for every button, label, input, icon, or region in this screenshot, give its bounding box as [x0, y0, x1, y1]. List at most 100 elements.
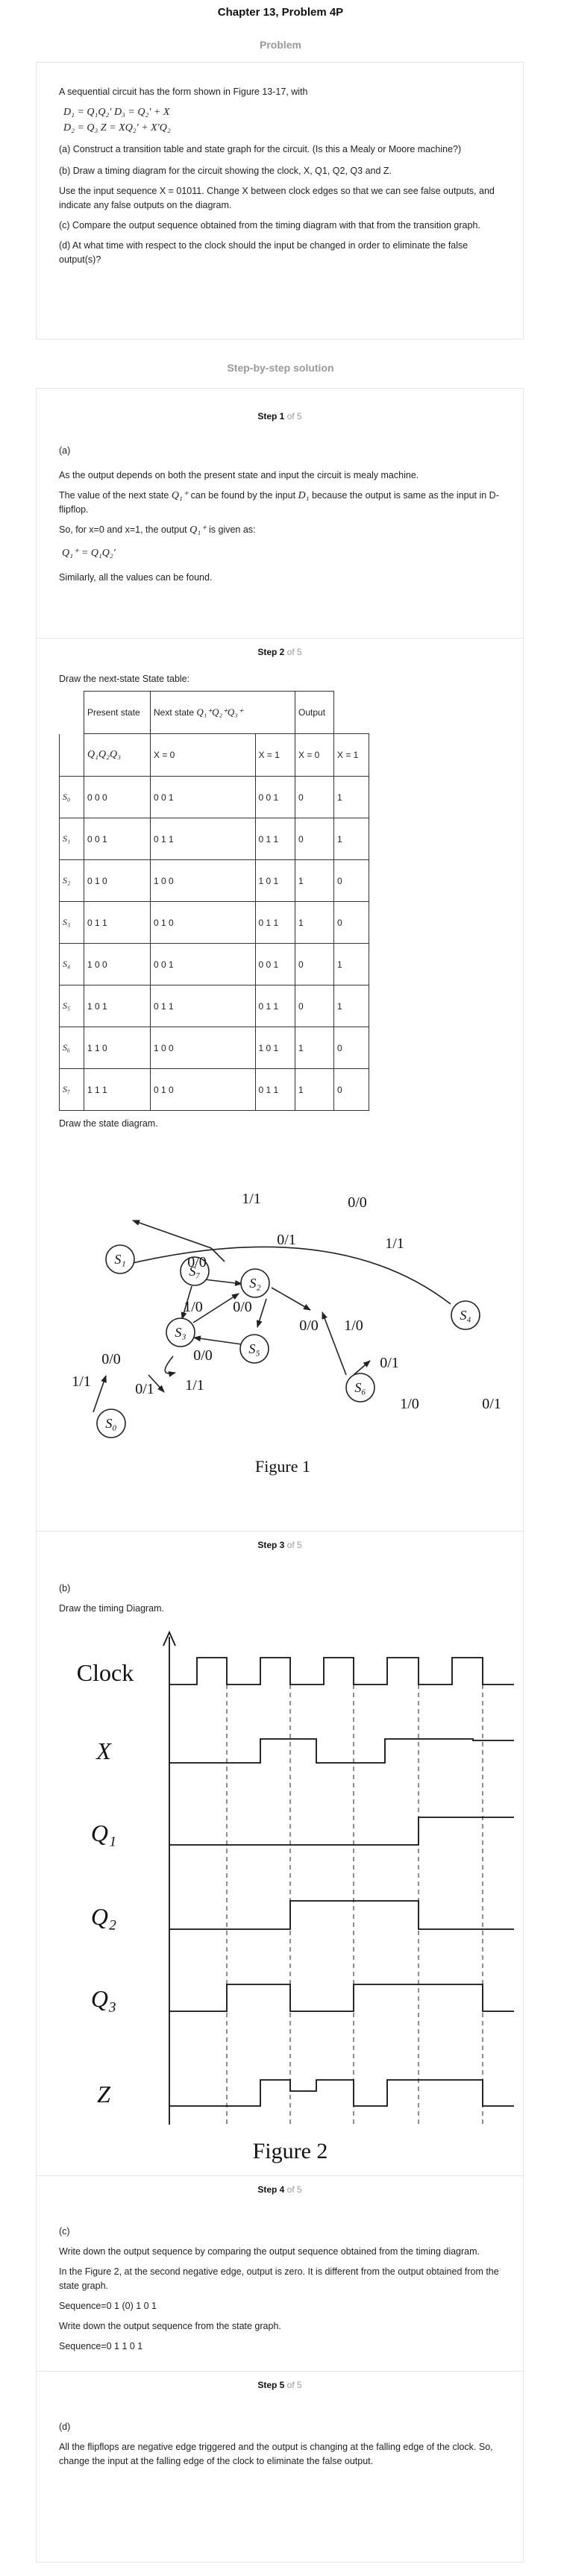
step-1-p2: The value of the next state Q₁⁺ can be f… [59, 489, 501, 517]
step-1-p3: So, for x=0 and x=1, the output Q₁⁺ is g… [59, 523, 501, 537]
state-label: S₁ [59, 818, 84, 860]
problem-equation-1: D₁ = Q₁Q₂′ D₃ = Q₂′ + X [63, 107, 170, 118]
signal-label: X [95, 1737, 112, 1764]
edge-label: 0/0 [187, 1254, 207, 1270]
step-4-p4: Write down the output sequence from the … [59, 2321, 281, 2331]
step-5-p1: All the flipflops are negative edge trig… [59, 2442, 493, 2466]
edge-label: 0/0 [233, 1299, 252, 1315]
step-2-p1: Draw the next-state State table: [59, 674, 190, 684]
problem-part-c: (c) Compare the output sequence obtained… [59, 220, 480, 231]
step-5-of: of 5 [286, 2380, 302, 2390]
header-out-x1: X = 1 [333, 733, 369, 777]
header-x1: X = 1 [254, 733, 295, 777]
state-label: S₄ [59, 943, 84, 985]
symbol-q1-plus-2: Q₁⁺ [189, 524, 207, 536]
output-x1: 0 [333, 901, 369, 944]
state-node [96, 1408, 126, 1438]
signal-label: Z [97, 2081, 111, 2108]
step-2-p2: Draw the state diagram. [59, 1118, 158, 1129]
header-pq: Q₁Q₂Q₃ [84, 733, 151, 777]
header-next-state: Next state Q₁⁺Q₂⁺Q₃⁺ [150, 691, 255, 734]
step-4-of: of 5 [286, 2184, 302, 2195]
output-x0: 0 [295, 776, 334, 818]
state-node-label: S₂ [249, 1276, 260, 1291]
header-present-state: Present state [84, 691, 151, 734]
next-x1: 0 1 1 [254, 985, 295, 1027]
next-x1: 0 1 1 [254, 818, 295, 860]
edge-label: 1/0 [400, 1396, 419, 1412]
state-node [451, 1300, 480, 1330]
output-x1: 0 [333, 1068, 369, 1111]
output-x1: 0 [333, 859, 369, 902]
header-next-symbol: Q₁⁺Q₂⁺Q₃⁺ [196, 706, 243, 718]
edge-label: 1/1 [242, 1191, 261, 1207]
step-4-card: Step 4 of 5 (c) Write down the output se… [36, 2175, 524, 2371]
figure-1-caption: Figure 1 [255, 1457, 310, 1476]
next-x0: 1 0 0 [150, 859, 256, 902]
edge-label: 0/0 [299, 1317, 319, 1334]
step-5-header: Step 5 of 5 [59, 2380, 501, 2390]
edge-label: 1/0 [344, 1317, 363, 1334]
edge-label: 1/0 [184, 1299, 203, 1315]
next-x1: 0 1 1 [254, 901, 295, 944]
present-state: 1 0 0 [84, 943, 151, 985]
step-2-card: Step 2 of 5 Draw the next-state State ta… [36, 638, 524, 1531]
state-node-label: S₃ [175, 1325, 186, 1340]
step-1-p2a: The value of the next state [59, 490, 169, 501]
present-state: 0 0 0 [84, 776, 151, 818]
edge-label: 0/0 [101, 1351, 121, 1367]
step-1-label: Step 1 [257, 411, 285, 422]
output-x1: 1 [333, 985, 369, 1027]
next-x1: 0 0 1 [254, 776, 295, 818]
state-node-label: S₀ [105, 1416, 116, 1431]
step-4-p5: Sequence=0 1 1 0 1 [59, 2341, 143, 2351]
step-5-label: Step 5 [257, 2380, 285, 2390]
problem-part-b: (b) Draw a timing diagram for the circui… [59, 166, 392, 176]
output-x1: 1 [333, 776, 369, 818]
state-node [239, 1334, 269, 1364]
step-3-of: of 5 [286, 1540, 302, 1550]
next-x1: 0 1 1 [254, 1068, 295, 1111]
state-node [166, 1317, 195, 1347]
step-2-of: of 5 [286, 647, 302, 657]
present-state: 0 0 1 [84, 818, 151, 860]
problem-part-d: (d) At what time with respect to the clo… [59, 240, 468, 265]
problem-part-a: (a) Construct a transition table and sta… [59, 144, 462, 154]
present-state: 0 1 0 [84, 859, 151, 902]
step-1-of: of 5 [286, 411, 302, 422]
step-1-p2b: can be found by the input [190, 490, 296, 501]
step-4-part: (c) [59, 2226, 70, 2237]
state-node-label: S₅ [248, 1341, 260, 1356]
step-1-p1: As the output depends on both the presen… [59, 470, 419, 480]
edge-label: 0/0 [348, 1194, 367, 1211]
step-4-p3: Sequence=0 1 (0) 1 0 1 [59, 2301, 157, 2311]
next-x1: 1 0 1 [254, 859, 295, 902]
step-1-p2c: because the output is same as the input … [59, 490, 499, 515]
step-4-p2: In the Figure 2, at the second negative … [59, 2266, 499, 2291]
next-x0: 1 0 0 [150, 1027, 256, 1069]
state-label: S₇ [59, 1068, 84, 1111]
state-node-label: S₆ [354, 1380, 366, 1395]
edge-label: 0/1 [380, 1355, 399, 1371]
step-5-part: (d) [59, 2422, 71, 2432]
step-3-card: Step 3 of 5 (b) Draw the timing Diagram.… [36, 1531, 524, 2175]
problem-card: A sequential circuit has the form shown … [36, 62, 524, 339]
step-1-p3b: is given as: [209, 524, 256, 535]
state-label: S₀ [59, 776, 84, 818]
problem-part-b-detail: Use the input sequence X = 01011. Change… [59, 186, 495, 210]
step-1-card: Step 1 of 5 (a) As the output depends on… [36, 388, 524, 638]
state-label: S₂ [59, 859, 84, 902]
state-table: Present state Next state Q₁⁺Q₂⁺Q₃⁺ Outpu… [59, 691, 369, 1111]
output-x1: 1 [333, 818, 369, 860]
step-4-header: Step 4 of 5 [59, 2184, 501, 2195]
header-x0: X = 0 [150, 733, 256, 777]
header-next-label: Next state [154, 707, 195, 718]
step-3-label: Step 3 [257, 1540, 285, 1550]
